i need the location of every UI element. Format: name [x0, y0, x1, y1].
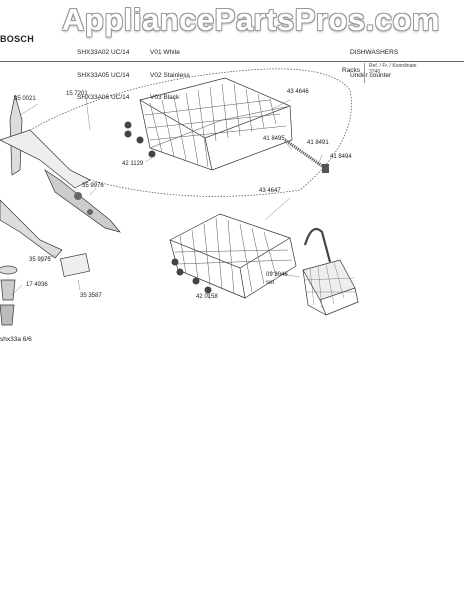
header-divider	[0, 61, 464, 62]
reference-line: Ref. / Fr. / Koordinate	[369, 63, 417, 69]
part-label: 42 0158	[196, 294, 218, 300]
product-line: DISHWASHERS	[350, 49, 399, 56]
upper-rack-basket	[124, 77, 293, 171]
section-title: Racks	[342, 67, 361, 74]
part-label: 35 0021	[14, 96, 36, 102]
part-label: 41 8491	[307, 140, 329, 146]
page-code: shx33a 6/6	[0, 336, 32, 343]
part-label: set	[266, 280, 275, 286]
product-line: Under counter	[350, 71, 392, 79]
model-line: SHX33A05 UC/14	[77, 71, 130, 79]
exploded-view-drawing	[0, 68, 359, 326]
upper-rack-area-outline	[29, 68, 352, 197]
part-label: 41 8494	[330, 154, 352, 160]
part-label: 09 3046	[266, 272, 288, 278]
rack-adjuster-spring	[284, 138, 329, 173]
lower-rack-basket	[169, 213, 297, 299]
watermark-logo: AppliancePartsPros.com	[62, 2, 440, 37]
part-label: 17 4936	[26, 282, 48, 288]
part-label: 43 4646	[287, 89, 309, 95]
model-list: SHX33A02 UC/14 SHX33A05 UC/14 SHX33A06 U…	[77, 34, 129, 117]
part-label: 35 9975	[29, 257, 51, 263]
product-type: DISHWASHERS Under counter	[350, 34, 398, 94]
variant-line: V03 Black	[150, 94, 180, 101]
reference-line: 3740	[369, 69, 381, 75]
leader-lines	[11, 97, 323, 301]
brand-name: BOSCH	[0, 34, 35, 44]
reference-box: Ref. / Fr. / Koordinate 3740	[364, 63, 449, 83]
part-label: 41 8495	[263, 136, 285, 142]
variant-line: V02 Stainless	[150, 71, 190, 79]
variant-line: V01 White	[150, 49, 180, 56]
part-label: 42 1129	[122, 161, 144, 167]
spray-arm-upper	[0, 94, 121, 259]
part-label: 35 9976	[82, 183, 104, 189]
part-label: 15 7201	[66, 91, 88, 97]
variant-list: V01 White V02 Stainless V03 Black	[150, 34, 190, 117]
part-label: 35 3587	[80, 293, 102, 299]
part-label: 43 4647	[259, 188, 281, 194]
model-line: SHX33A02 UC/14	[77, 49, 130, 56]
filter-parts	[0, 253, 91, 326]
cutlery-basket	[302, 227, 359, 316]
model-line: SHX33A06 UC/14	[77, 94, 130, 101]
